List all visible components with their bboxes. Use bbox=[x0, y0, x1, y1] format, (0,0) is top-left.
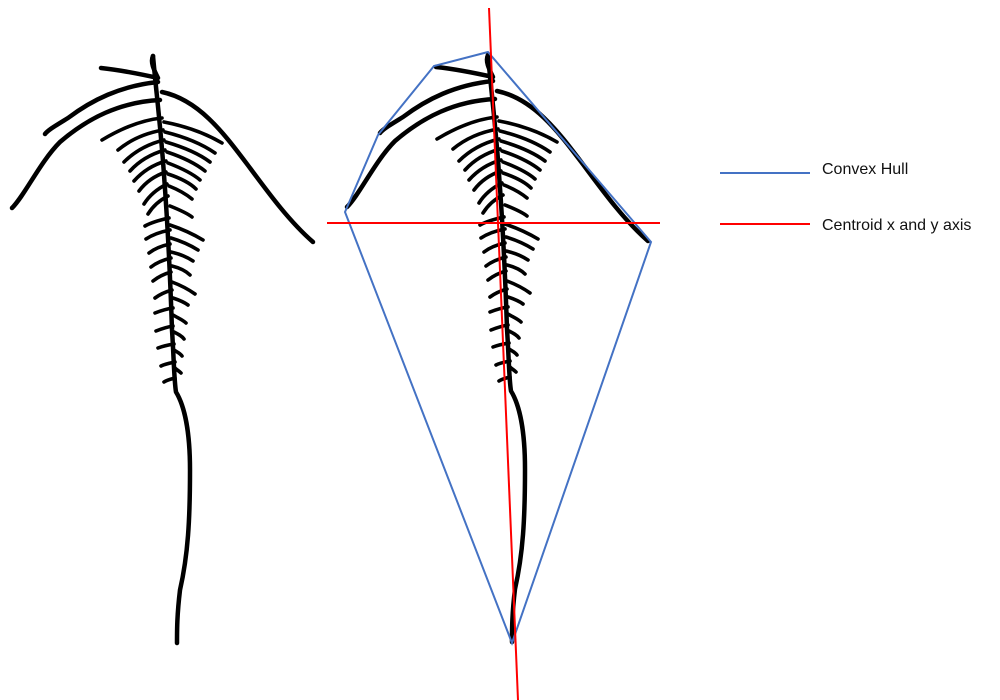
root-system-original bbox=[12, 56, 313, 643]
root-system-annotated bbox=[347, 55, 648, 642]
crown-root-right bbox=[162, 92, 313, 242]
legend-label-centroid-axes: Centroid x and y axis bbox=[822, 217, 971, 234]
crown-root-right bbox=[497, 91, 648, 241]
crown-root-left-upper bbox=[45, 82, 158, 134]
legend-label-convex-hull: Convex Hull bbox=[822, 161, 908, 178]
top-loop-root bbox=[101, 56, 158, 78]
legend: Convex Hull Centroid x and y axis bbox=[720, 161, 971, 234]
crown-root-left-upper bbox=[380, 81, 493, 133]
